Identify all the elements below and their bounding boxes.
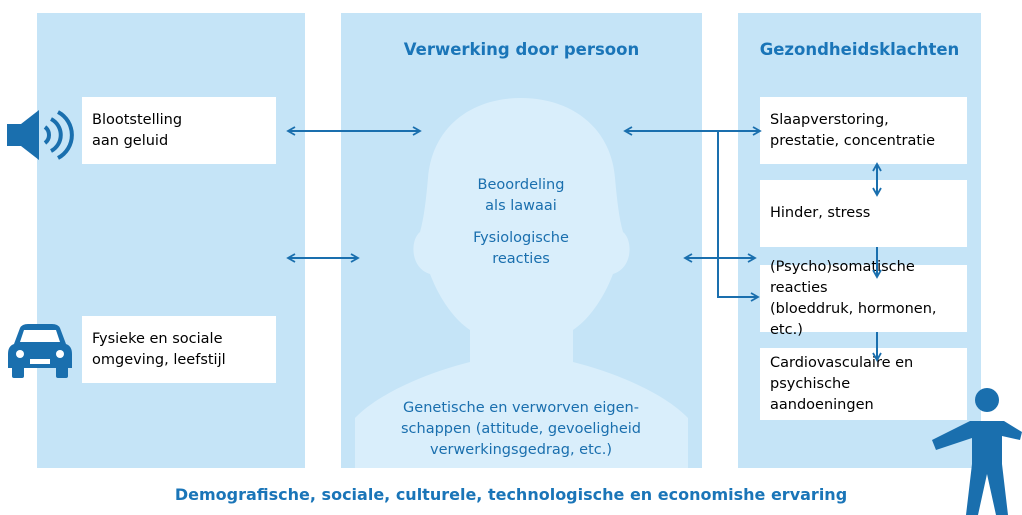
cardio-label: Cardiovasculaire en psychische aandoenin… xyxy=(770,354,914,413)
annoyance-label: Hinder, stress xyxy=(770,205,871,221)
assessment-text: Beoordeling als lawaai xyxy=(477,177,565,214)
sleep-box: Slaapverstoring, prestatie, concentratie xyxy=(760,97,967,164)
sleep-label: Slaapverstoring, prestatie, concentratie xyxy=(770,111,936,149)
person-figure-icon xyxy=(932,388,1022,515)
environment-box: Fysieke en sociale omgeving, leefstijl xyxy=(82,316,276,383)
genetic-text: Genetische en verworven eigen- schappen … xyxy=(401,400,641,458)
car-icon xyxy=(8,324,72,378)
annoyance-box: Hinder, stress xyxy=(760,180,967,247)
exposure-box: Blootstelling aan geluid xyxy=(82,97,276,164)
exposure-label: Blootstelling aan geluid xyxy=(92,111,183,149)
psychosomatic-label: (Psycho)somatische reacties (bloeddruk, … xyxy=(770,258,937,338)
footer-caption: Demografische, sociale, culturele, techn… xyxy=(174,485,848,504)
psychosomatic-box: (Psycho)somatische reacties (bloeddruk, … xyxy=(760,259,967,338)
physiological-text: Fysiologische reacties xyxy=(473,230,569,267)
environment-label: Fysieke en sociale omgeving, leefstijl xyxy=(92,330,226,368)
speaker-icon xyxy=(7,110,74,160)
cardio-box: Cardiovasculaire en psychische aandoenin… xyxy=(760,348,967,420)
right-column-title: Gezondheidsklachten xyxy=(759,40,960,59)
middle-column-title: Verwerking door persoon xyxy=(403,40,640,59)
left-panel xyxy=(37,13,305,468)
